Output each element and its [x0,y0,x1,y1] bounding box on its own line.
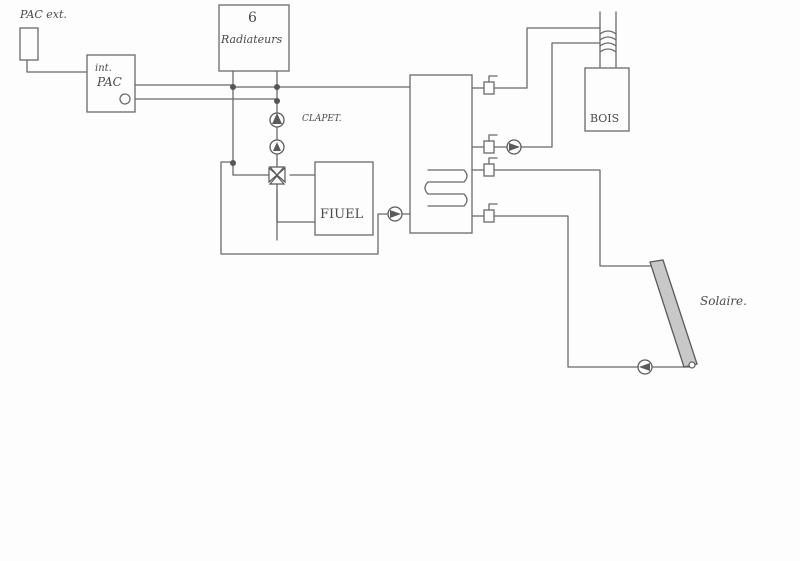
fuel-label: FIUEL [320,207,364,222]
junction-dot [274,84,280,90]
junction-dot [230,84,236,90]
tank-coil-icon [424,169,468,207]
radiators-label: Radiateurs [220,33,282,46]
pac-ext-label: PAC ext. [19,8,67,21]
pac-int-unit: int. PAC [86,54,136,113]
pac-int-port-icon [119,93,131,105]
solar-pump-icon [637,359,653,375]
piping-right [471,27,691,368]
wood-pump-icon [506,139,522,155]
valve-icon [483,203,498,223]
solar-collector-unit: Solaire. [649,259,747,369]
circulator-pump-icon [269,139,285,155]
pac-int-label-line2: PAC [96,75,122,89]
pac-int-label-line1: int. [95,63,112,74]
tank-valves [483,75,498,223]
junction-dot [230,160,236,166]
valve-icon [483,75,498,95]
junction-dot [274,98,280,104]
boiler-pump-icon [387,206,403,222]
clapet-label: CLAPET. [302,114,342,124]
fuel-boiler-unit: FIUEL [314,161,374,236]
radiators-unit: 6 Radiateurs [218,4,290,72]
bois-label: BOIS [590,112,619,125]
pac-ext-unit: PAC ext. [19,8,93,73]
flue-coil-icon [599,30,617,53]
buffer-tank-unit [409,74,473,234]
three-way-valve-icon [268,166,286,185]
check-valve-icon [269,112,285,128]
wood-boiler-unit: BOIS [584,11,630,132]
solaire-label: Solaire. [700,294,747,308]
valve-icon [483,134,498,154]
solar-panel-icon [649,259,698,368]
valve-icon [483,157,498,177]
junctions [230,84,280,166]
radiators-count: 6 [248,10,257,26]
